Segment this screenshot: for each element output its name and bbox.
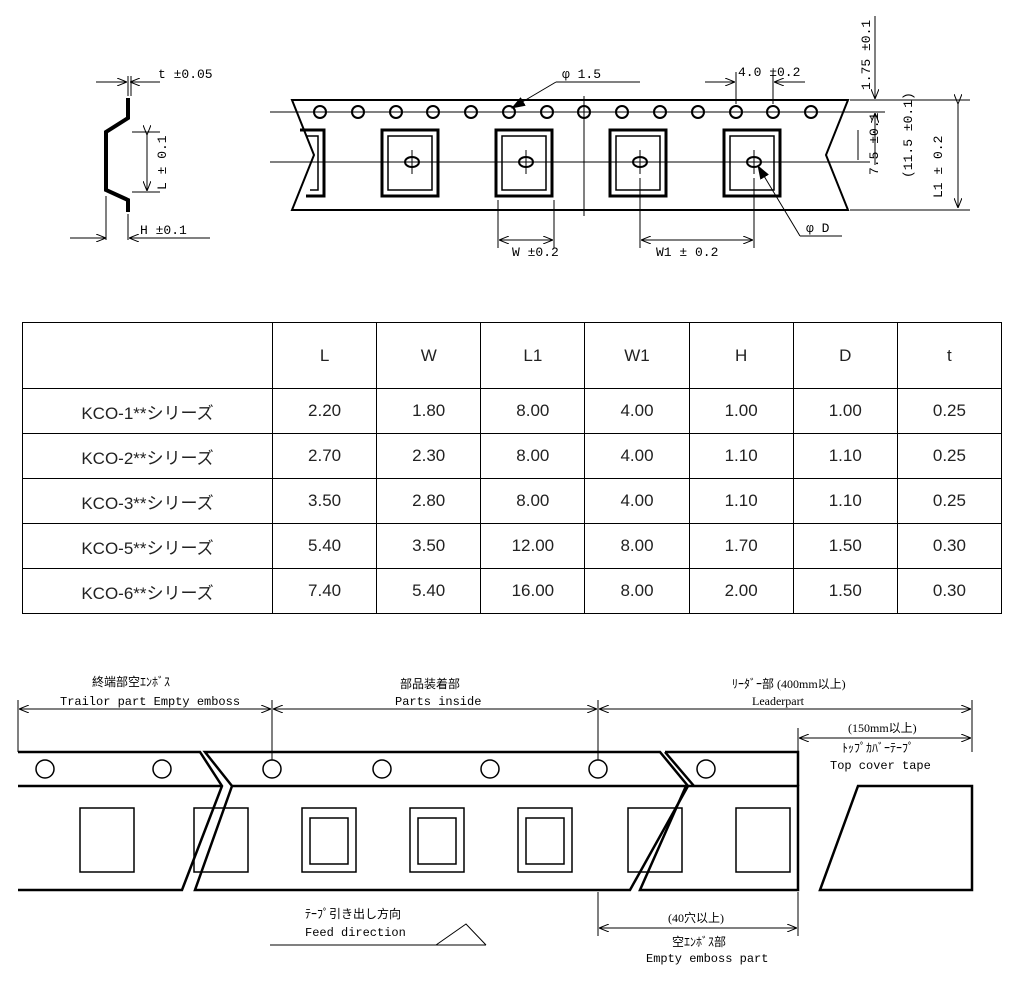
table-cell: 1.50 xyxy=(792,568,898,614)
table-cell: 1.00 xyxy=(688,388,794,434)
feed-direction-jp-label: ﾃｰﾌﾟ引き出し方向 xyxy=(305,906,401,921)
table-cell: 1.10 xyxy=(792,478,898,524)
table-cell: 0.30 xyxy=(896,568,1003,614)
series-name-cell: KCO-6**シリーズ xyxy=(22,568,273,614)
series-name-cell: KCO-1**シリーズ xyxy=(22,388,273,434)
table-cell: 4.00 xyxy=(584,433,690,479)
table-header-cell: W xyxy=(376,322,482,389)
series-name-cell: KCO-2**シリーズ xyxy=(22,433,273,479)
tape-segments xyxy=(18,750,974,892)
table-cell: 0.25 xyxy=(896,388,1003,434)
table-cell: 3.50 xyxy=(271,478,378,524)
table-cell: 1.50 xyxy=(792,523,898,569)
table-cell: 12.00 xyxy=(480,523,586,569)
bottom-sprocket-holes xyxy=(35,759,716,779)
table-cell: 1.10 xyxy=(792,433,898,479)
table-cell: 1.70 xyxy=(688,523,794,569)
L1-tolerance-label: L1 ± 0.2 xyxy=(931,136,946,198)
parts-inside-jp-label: 部品装着部 xyxy=(400,676,460,691)
table-cell: 8.00 xyxy=(480,388,586,434)
table-header-cell: W1 xyxy=(584,322,690,389)
table-row: KCO-3**シリーズ 3.50 2.80 8.00 4.00 1.10 1.1… xyxy=(22,478,1003,524)
table-cell: 8.00 xyxy=(480,478,586,524)
table-row: KCO-5**シリーズ 5.40 3.50 12.00 8.00 1.70 1.… xyxy=(22,523,1003,569)
t-tolerance-label: t ±0.05 xyxy=(158,67,213,82)
table-cell: 1.00 xyxy=(792,388,898,434)
table-cell: 4.00 xyxy=(584,478,690,524)
L-tolerance-label: L ± 0.1 xyxy=(155,135,170,190)
hole-diameter-label: φ 1.5 xyxy=(562,67,601,82)
pitch-label: 4.0 ±0.2 xyxy=(738,65,800,80)
table-cell: 2.00 xyxy=(688,568,794,614)
reference-lines xyxy=(270,96,870,216)
pocket-hole-diameter-label: φ D xyxy=(806,221,830,236)
table-cell: 8.00 xyxy=(584,523,690,569)
table-cell: 2.70 xyxy=(271,433,378,479)
table-cell: 1.80 xyxy=(376,388,482,434)
table-cell: 16.00 xyxy=(480,568,586,614)
table-cell: 0.25 xyxy=(896,478,1003,524)
empty-emboss-en-label: Empty emboss part xyxy=(646,952,768,966)
table-cell: 0.25 xyxy=(896,433,1003,479)
holes-count-label: (40穴以上) xyxy=(668,910,724,925)
table-header-cell: D xyxy=(792,322,898,389)
table-cell: 2.20 xyxy=(271,388,378,434)
cover-tape-en-label: Top cover tape xyxy=(830,759,931,773)
bottom-pockets xyxy=(79,807,791,873)
table-row: KCO-6**シリーズ 7.40 5.40 16.00 8.00 2.00 1.… xyxy=(22,568,1003,614)
parts-inside-en-label: Parts inside xyxy=(395,695,481,709)
table-row: KCO-1**シリーズ 2.20 1.80 8.00 4.00 1.00 1.0… xyxy=(22,388,1003,434)
feed-direction-en-label: Feed direction xyxy=(305,926,406,940)
table-cell: 1.10 xyxy=(688,478,794,524)
empty-emboss-jp-label: 空ｴﾝﾎﾞｽ部 xyxy=(672,934,726,949)
dimension-table: L W L1 W1 H D t KCO-1**シリーズ 2.20 1.80 8.… xyxy=(22,322,1003,614)
trailor-part-jp-label: 終端部空ｴﾝﾎﾞｽ xyxy=(92,674,170,689)
table-cell: 8.00 xyxy=(584,568,690,614)
table-cell: 1.10 xyxy=(688,433,794,479)
leader-part-jp-label: ﾘｰﾀﾞｰ部 (400mm以上) xyxy=(732,676,846,691)
table-header-cell: L1 xyxy=(480,322,586,389)
table-header-cell: H xyxy=(688,322,794,389)
table-cell: 8.00 xyxy=(480,433,586,479)
table-cell: 3.50 xyxy=(376,523,482,569)
table-cell: 0.30 xyxy=(896,523,1003,569)
table-header-cell: t xyxy=(896,322,1003,389)
table-cell: 2.30 xyxy=(376,433,482,479)
H-tolerance-label: H ±0.1 xyxy=(140,223,187,238)
leader-part-en-label: Leaderpart xyxy=(752,694,805,708)
cover-tape-length-label: (150mm以上) xyxy=(848,721,917,735)
tape-strip-top-view xyxy=(290,99,850,211)
hole-to-center-alt-label: (11.5 ±0.1) xyxy=(901,92,916,178)
W-tolerance-label: W ±0.2 xyxy=(512,245,559,260)
trailor-part-en-label: Trailor part Empty emboss xyxy=(60,695,240,709)
series-name-cell: KCO-3**シリーズ xyxy=(22,478,273,524)
table-cell: 7.40 xyxy=(271,568,378,614)
table-row: KCO-2**シリーズ 2.70 2.30 8.00 4.00 1.10 1.1… xyxy=(22,433,1003,479)
hole-to-center-label: 7.5 ±0.1 xyxy=(867,112,882,175)
tape-cross-section xyxy=(70,76,210,240)
table-cell: 5.40 xyxy=(376,568,482,614)
table-cell: 2.80 xyxy=(376,478,482,524)
W1-tolerance-label: W1 ± 0.2 xyxy=(656,245,718,260)
table-header-cell xyxy=(22,322,273,389)
carrier-tape-dimension-diagram: t ±0.05 L ± 0.1 H ±0.1 xyxy=(70,16,970,260)
table-header-cell: L xyxy=(271,322,378,389)
table-cell: 5.40 xyxy=(271,523,378,569)
table-cell: 4.00 xyxy=(584,388,690,434)
table-header-row: L W L1 W1 H D t xyxy=(22,322,1003,389)
cover-tape-jp-label: ﾄｯﾌﾟｶﾊﾞｰﾃｰﾌﾟ xyxy=(842,741,914,755)
edge-distance-label: 1.75 ±0.1 xyxy=(859,20,874,90)
series-name-cell: KCO-5**シリーズ xyxy=(22,523,273,569)
